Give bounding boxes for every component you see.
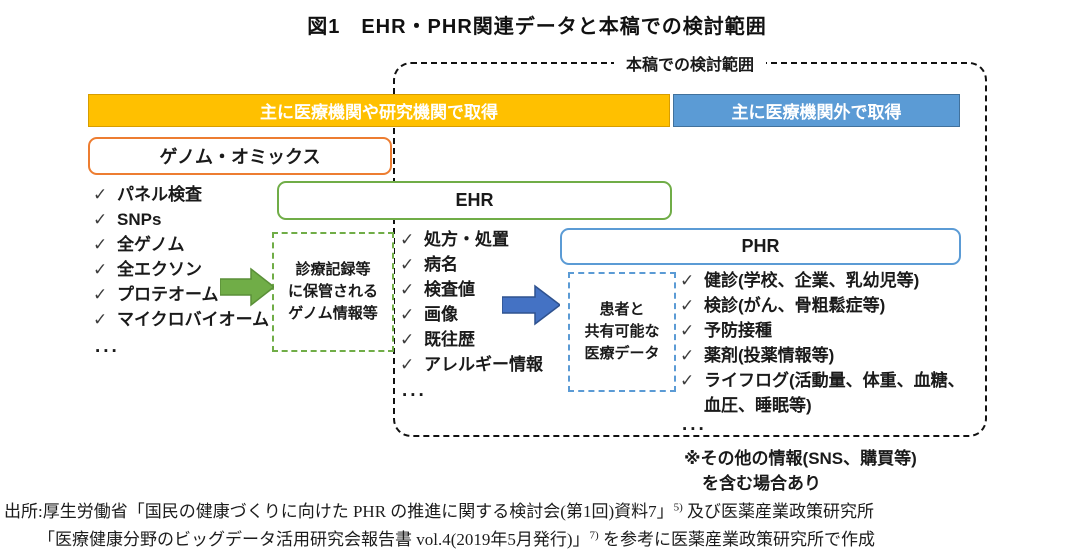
clinical-genome-line: に保管される [287,283,378,300]
ehr-checklist: ✓ 処方・処置 ✓ 病名 ✓ 検査値 ✓ 画像 ✓ 既往歴 [400,227,630,377]
check-icon: ✓ [680,296,695,315]
other-info-note: ※その他の情報(SNS、購買等) を含む場合あり [684,444,917,494]
check-icon: ✓ [93,260,108,279]
list-item: ✓ マイクロバイオーム [93,307,323,332]
banner-outside-medical: 主に医療機関外で取得 [673,94,960,127]
check-icon: ✓ [400,280,415,299]
list-item-label: 検査値 [424,280,475,299]
list-item: ✓ SNPs [93,207,323,232]
list-item-label: 既往歴 [424,330,475,349]
figure-title: 図1 EHR・PHR関連データと本稿での検討範囲 [307,16,767,38]
list-item: ✓ 健診(学校、企業、乳幼児等) [680,268,978,293]
check-icon: ✓ [400,255,415,274]
check-icon: ✓ [400,355,415,374]
patient-shareable-line: 患者と [599,301,645,318]
check-icon: ✓ [93,185,108,204]
list-item: ✓ 病名 [400,252,630,277]
list-item-label: 全ゲノム [117,235,185,254]
source-line-2: 「医療健康分野のビッグデータ活用研究会報告書 vol.4(2019年5月発行)」… [38,529,875,549]
list-item: ✓ アレルギー情報 [400,352,630,377]
check-icon: ✓ [680,321,695,340]
check-icon: ✓ [93,210,108,229]
list-item-label: 全エクソン [117,260,202,279]
check-icon: ✓ [93,235,108,254]
patient-shareable-dashed-box: 患者と 共有可能な 医療データ [568,272,676,392]
note-line-1: ※その他の情報(SNS、購買等) [684,449,917,468]
list-item: ✓ 既往歴 [400,327,630,352]
list-item: ✓ 薬剤(投薬情報等) [680,343,978,368]
banner-medical-research: 主に医療機関や研究機関で取得 [88,94,670,127]
list-item: ✓ プロテオーム [93,282,323,307]
list-item-label: プロテオーム [117,285,219,304]
list-item: ✓ 全ゲノム [93,232,323,257]
scope-dashed-box: 本稿での検討範囲 [393,51,987,437]
patient-shareable-line: 共有可能な [584,323,660,340]
patient-shareable-line: 医療データ [584,345,660,362]
note-line-2: を含む場合あり [702,474,821,493]
clinical-genome-line: 診療記録等 [295,261,371,278]
list-item-label: 画像 [424,305,458,324]
list-item-label: 病名 [424,255,458,274]
list-item-label: 処方・処置 [424,230,509,249]
source-line-1: 出所:厚生労働省「国民の健康づくりに向けた PHR の推進に関する検討会(第1回… [4,501,875,521]
clinical-genome-line: ゲノム情報等 [288,305,378,322]
check-icon: ✓ [680,371,695,390]
check-icon: ✓ [93,310,108,329]
list-item-label: 健診(学校、企業、乳幼児等) [704,271,920,290]
list-item: ✓ 検査値 [400,277,630,302]
clinical-genome-dashed-box: 診療記録等 に保管される ゲノム情報等 [272,232,394,352]
genome-omics-box: ゲノム・オミックス [88,137,392,175]
list-item: ✓ 処方・処置 [400,227,630,252]
check-icon: ✓ [93,285,108,304]
phr-box: PHR [560,228,961,265]
check-icon: ✓ [400,305,415,324]
blue-arrow-icon [501,283,562,327]
list-item-label: パネル検査 [117,185,202,204]
list-item: ✓ 画像 [400,302,630,327]
check-icon: ✓ [400,330,415,349]
check-icon: ✓ [680,271,695,290]
list-item-label: 薬剤(投薬情報等) [704,346,835,365]
scope-label: 本稿での検討範囲 [613,51,767,75]
list-item-label: 予防接種 [704,321,772,340]
list-item-label: アレルギー情報 [424,355,543,374]
list-item-label: ライフログ(活動量、体重、血糖、血圧、睡眠等) [704,371,965,415]
list-item: ✓ 検診(がん、骨粗鬆症等) [680,293,978,318]
footnote-ref-7: 7) [589,529,599,542]
phr-checklist: ✓ 健診(学校、企業、乳幼児等) ✓ 検診(がん、骨粗鬆症等) ✓ 予防接種 ✓… [680,268,978,418]
list-item: ✓ ライフログ(活動量、体重、血糖、血圧、睡眠等) [680,368,978,418]
green-arrow-icon [219,266,276,308]
list-item: ✓ 予防接種 [680,318,978,343]
footnote-ref-5: 5) [673,501,683,514]
phr-ellipsis: ... [682,414,707,435]
list-item-label: 検診(がん、骨粗鬆症等) [704,296,886,315]
list-item-label: マイクロバイオーム [117,310,270,329]
check-icon: ✓ [400,230,415,249]
list-item: ✓ 全エクソン [93,257,323,282]
check-icon: ✓ [680,346,695,365]
ehr-ellipsis: ... [402,380,427,401]
genome-checklist: ✓ パネル検査 ✓ SNPs ✓ 全ゲノム ✓ 全エクソン ✓ プロテオーム [93,182,323,332]
genome-ellipsis: ... [95,336,120,357]
ehr-box: EHR [277,181,672,220]
source-citation: 出所:厚生労働省「国民の健康づくりに向けた PHR の推進に関する検討会(第1回… [4,498,1070,554]
list-item: ✓ パネル検査 [93,182,323,207]
list-item-label: SNPs [117,210,162,229]
